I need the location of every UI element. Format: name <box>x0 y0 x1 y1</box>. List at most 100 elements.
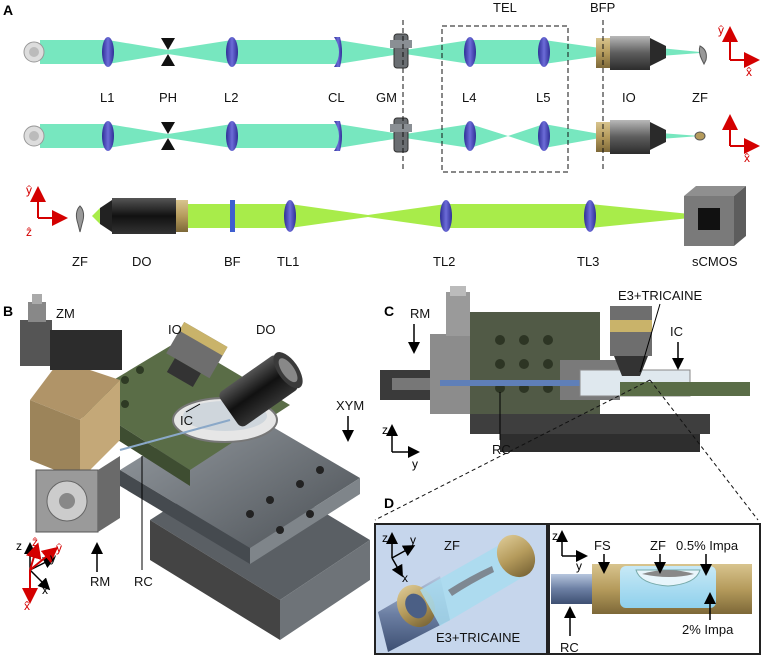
label-tl1: TL1 <box>277 254 299 269</box>
zebrafish-icon <box>694 45 707 141</box>
label-scmos: sCMOS <box>692 254 738 269</box>
label-zf-det: ZF <box>72 254 88 269</box>
label-io-b: IO <box>168 322 182 337</box>
svg-text:ẑ: ẑ <box>26 225 32 239</box>
capillary-3d-view <box>374 523 548 655</box>
label-ph: PH <box>159 90 177 105</box>
svg-text:y: y <box>412 457 418 471</box>
tube-lens-1-icon <box>284 200 296 232</box>
svg-text:y: y <box>410 533 416 547</box>
tube-lens-3-icon <box>584 200 596 232</box>
bfp-label: BFP <box>590 0 615 15</box>
panel-c-labels: RM E3+TRICAINE IC RC <box>410 288 702 457</box>
label-tl2: TL2 <box>433 254 455 269</box>
e3-pointer-c <box>639 303 661 373</box>
svg-text:x̂: x̂ <box>744 151 750 165</box>
row3-labels: ZF DO BF TL1 TL2 TL3 sCMOS <box>72 254 738 269</box>
panel-d-left-labels: ZF E3+TRICAINE <box>436 538 520 645</box>
zoom-line-right <box>649 379 759 521</box>
light-source-icon <box>23 125 45 147</box>
camera-icon <box>684 186 746 246</box>
capillary-cross-section <box>548 523 761 655</box>
svg-text:z: z <box>552 529 558 543</box>
svg-text:ẑ: ẑ <box>32 535 38 549</box>
label-do: DO <box>132 254 152 269</box>
illumination-objective-icon <box>596 36 666 154</box>
tel-label: TEL <box>493 0 517 15</box>
svg-text:z: z <box>16 539 22 553</box>
label-tl3: TL3 <box>577 254 599 269</box>
label-zf-d1: ZF <box>444 538 460 553</box>
lens-l1-icon <box>102 37 114 151</box>
side-view-assembly <box>380 286 750 452</box>
label-e3-d: E3+TRICAINE <box>436 630 520 645</box>
cylindrical-lens-icon <box>334 37 342 151</box>
stage-assembly-3d <box>20 294 370 640</box>
svg-text:y: y <box>50 551 56 565</box>
bandpass-filter-icon <box>230 200 235 232</box>
svg-text:z: z <box>382 531 388 545</box>
label-l4: L4 <box>462 90 476 105</box>
svg-text:x̂: x̂ <box>24 599 30 613</box>
axes-row1-icon: ŷ x̂ <box>718 23 760 79</box>
panel-d-right-labels: FS ZF 0.5% Impa 2% Impa RC <box>560 538 739 655</box>
svg-text:ŷ: ŷ <box>718 23 724 37</box>
svg-text:ŷ: ŷ <box>56 541 62 555</box>
panel-label-b: B <box>3 303 13 319</box>
label-impa-05: 0.5% Impa <box>676 538 739 553</box>
row1-labels: L1 PH L2 CL GM L4 L5 IO ZF <box>100 90 708 105</box>
label-do-b: DO <box>256 322 276 337</box>
detection-beam <box>92 204 690 228</box>
lens-l5-icon <box>538 37 550 151</box>
label-xym: XYM <box>336 398 364 413</box>
tube-lens-2-icon <box>440 200 452 232</box>
label-l1: L1 <box>100 90 114 105</box>
axes-panel-d-right-icon: z y <box>552 529 588 573</box>
galvo-mirror-icon <box>390 33 412 153</box>
svg-text:x: x <box>42 583 48 597</box>
label-fs: FS <box>594 538 611 553</box>
panel-label-a: A <box>3 2 13 18</box>
axes-row3-icon: ŷ ẑ <box>26 183 68 239</box>
excitation-beam-row1 <box>40 40 700 64</box>
label-bf: BF <box>224 254 241 269</box>
axes-panel-d-left-icon: z y x <box>382 531 416 585</box>
detection-objective-icon <box>100 198 188 234</box>
label-cl: CL <box>328 90 345 105</box>
axes-panel-b-icon: z ẑ ŷ y x x̂ <box>16 535 62 613</box>
label-zf-d2: ZF <box>650 538 666 553</box>
panel-label-c: C <box>384 303 394 319</box>
lens-l4-icon <box>464 37 476 151</box>
svg-text:ŷ: ŷ <box>26 183 32 197</box>
panel-b-labels: ZM IO DO IC XYM RM RC <box>56 306 364 589</box>
label-impa-2: 2% Impa <box>682 622 734 637</box>
ic-pointer-b <box>185 403 201 413</box>
lens-l2-icon <box>226 37 238 151</box>
label-zf: ZF <box>692 90 708 105</box>
label-rm-b: RM <box>90 574 110 589</box>
label-rc-d: RC <box>560 640 579 655</box>
svg-text:x: x <box>402 571 408 585</box>
pinhole-icon <box>161 38 175 150</box>
label-zm: ZM <box>56 306 75 321</box>
label-rc-c: RC <box>492 442 511 457</box>
label-e3-c: E3+TRICAINE <box>618 288 702 303</box>
label-l2: L2 <box>224 90 238 105</box>
label-rm-c: RM <box>410 306 430 321</box>
label-l5: L5 <box>536 90 550 105</box>
svg-text:z: z <box>382 423 388 437</box>
axes-row2-icon: x̂ <box>722 114 760 165</box>
zebrafish-icon <box>75 205 85 233</box>
label-rc-b: RC <box>134 574 153 589</box>
excitation-beam-row2 <box>40 124 700 148</box>
label-io: IO <box>622 90 636 105</box>
panel-label-d: D <box>384 495 394 511</box>
label-ic-b: IC <box>180 413 193 428</box>
light-source-icon <box>23 41 45 63</box>
svg-text:x̂: x̂ <box>746 65 752 79</box>
label-gm: GM <box>376 90 397 105</box>
axes-panel-c-icon: z y <box>382 423 420 471</box>
zoom-line-left <box>374 379 651 521</box>
svg-text:y: y <box>576 559 582 573</box>
